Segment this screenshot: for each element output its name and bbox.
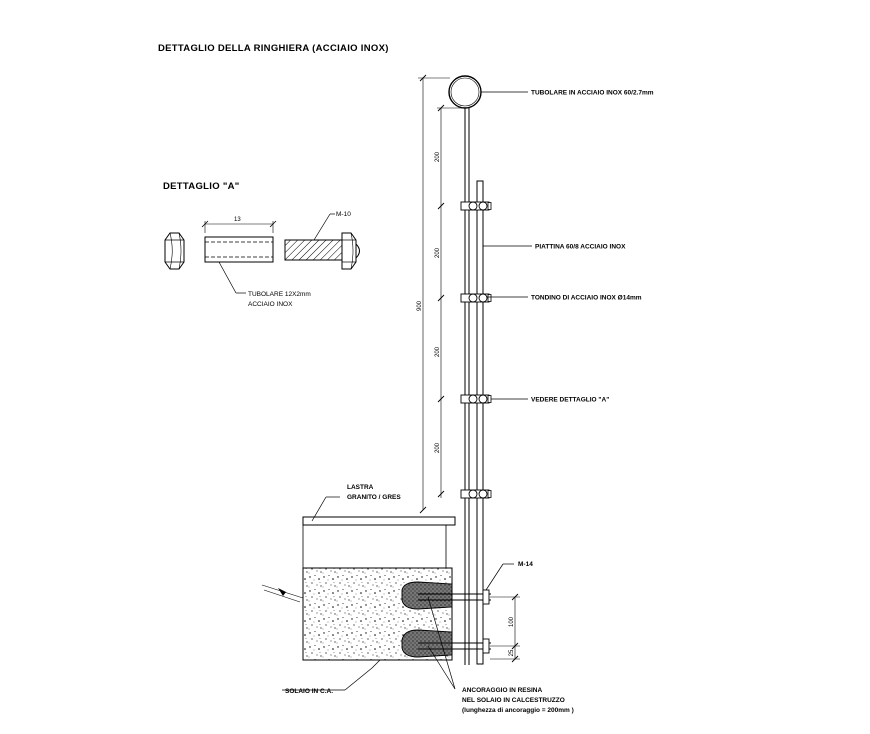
callout-slab-line2: GRANITO / GRES — [347, 494, 401, 501]
detail-a: DETTAGLIO "A" 13 TUBOLARE 12X2mm — [163, 181, 360, 308]
dimension-200-2-label: 200 — [435, 247, 441, 258]
drawing-title: DETTAGLIO DELLA RINGHIERA (ACCIAIO INOX) — [158, 43, 389, 54]
railing-elevation: TUBOLARE IN ACCIAIO INOX 60/2.7mm PIATTI… — [448, 75, 654, 665]
post-bolt-2 — [460, 293, 492, 303]
bolt-m10-label: M-10 — [336, 211, 351, 218]
dimension-900-label: 900 — [417, 300, 423, 311]
callout-flat-bar: PIATTINA 60/8 ACCIAIO INOX — [535, 244, 626, 251]
callout-round-bar: TONDINO DI ACCIAIO INOX Ø14mm — [531, 295, 642, 302]
dimension-13-label: 13 — [234, 217, 241, 223]
dimension-200-3-label: 200 — [435, 346, 441, 357]
dimension-200-1-label: 200 — [435, 151, 441, 162]
post-bolt-4 — [460, 489, 492, 499]
dimension-100-label: 100 — [509, 616, 515, 627]
granite-slab — [302, 516, 456, 526]
dimension-200-4-label: 200 — [435, 442, 441, 453]
floor-construction: LASTRA GRANITO / GRES M-14 100 25 SOLAIO… — [261, 484, 574, 714]
callout-anchor-bolt: M-14 — [518, 561, 533, 568]
callout-resin-line2: NEL SOLAIO IN CALCESTRUZZO — [462, 697, 565, 704]
post-bolt-1 — [460, 201, 492, 211]
callout-resin-line1: ANCORAGGIO IN RESINA — [462, 687, 542, 694]
detail-a-title: DETTAGLIO "A" — [163, 181, 240, 192]
tube-12x2 — [204, 236, 274, 263]
bolt-m10 — [284, 232, 360, 270]
dimension-13: 13 — [201, 217, 277, 233]
tube-label-line1: TUBOLARE 12X2mm — [248, 291, 311, 298]
callout-see-detail: VEDERE DETTAGLIO "A" — [531, 397, 609, 404]
resin-anchor-upper — [401, 581, 453, 610]
anchor-nut-upper — [482, 589, 490, 605]
callout-handrail: TUBOLARE IN ACCIAIO INOX 60/2.7mm — [531, 90, 654, 97]
callout-floor: SOLAIO IN C.A. — [285, 688, 333, 695]
anchor-nut-lower — [482, 638, 490, 654]
tube-label-line2: ACCIAIO INOX — [248, 301, 293, 308]
dimension-25-label: 25 — [509, 649, 515, 656]
tube-leader — [218, 261, 237, 294]
hex-nut-left — [164, 232, 185, 270]
bolt-leader — [313, 213, 331, 241]
post-bolt-3 — [460, 394, 492, 404]
vertical-dimensions: 900 200 200 200 200 — [417, 74, 462, 514]
handrail-tube-section — [448, 75, 482, 109]
flat-bar — [476, 180, 484, 665]
callout-resin-line3: (lunghezza di ancoraggio = 200mm ) — [462, 707, 574, 714]
callout-slab-line1: LASTRA — [347, 484, 374, 491]
